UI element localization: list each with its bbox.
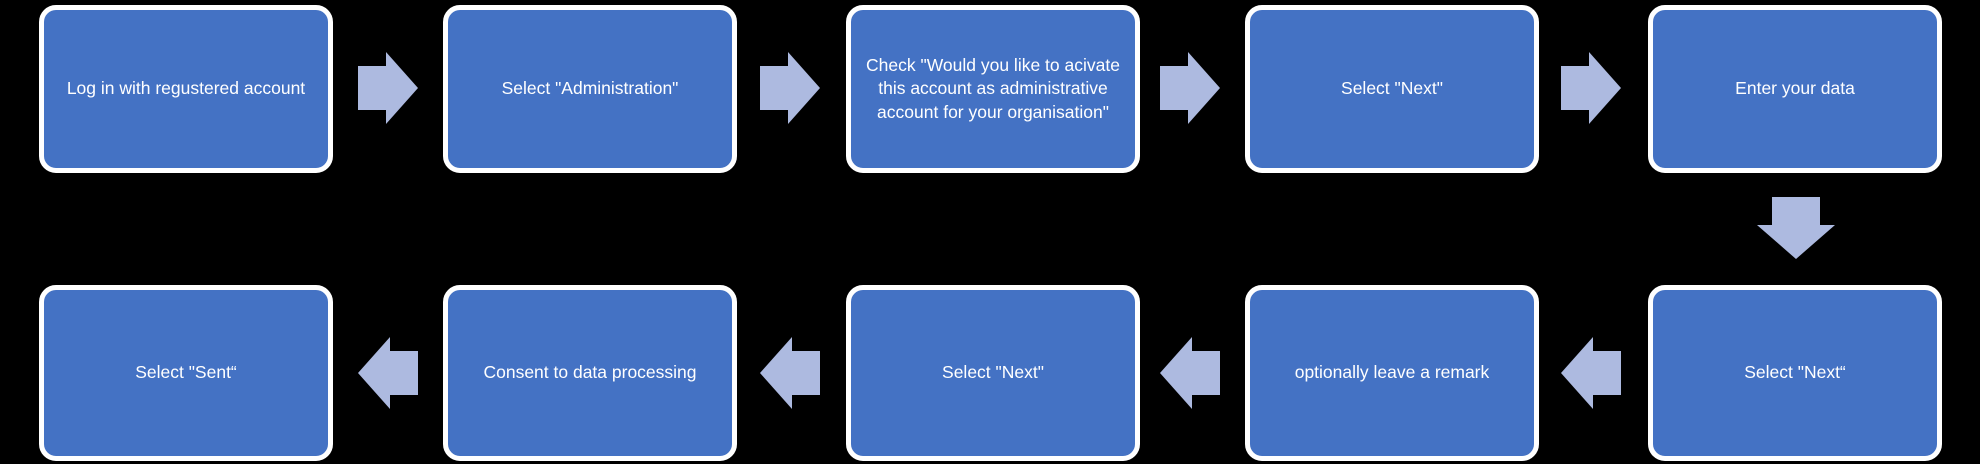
arrow-left-icon <box>1561 337 1621 409</box>
step-10-box: Select "Sent“ <box>39 285 333 461</box>
step-9-label: Consent to data processing <box>483 362 697 383</box>
step-6-box: Select "Next“ <box>1648 285 1942 461</box>
step-7-box: optionally leave a remark <box>1245 285 1539 461</box>
step-1-label: Log in with regustered account <box>66 78 306 99</box>
arrow-left-icon <box>760 337 820 409</box>
step-8-label: Select "Next" <box>942 362 1044 383</box>
step-5-box: Enter your data <box>1648 5 1942 173</box>
arrow-left-icon <box>1160 337 1220 409</box>
step-2-box: Select "Administration" <box>443 5 737 173</box>
step-4-box: Select "Next" <box>1245 5 1539 173</box>
step-9-box: Consent to data processing <box>443 285 737 461</box>
step-4-label: Select "Next" <box>1341 78 1443 99</box>
step-5-label: Enter your data <box>1735 78 1855 99</box>
arrow-right-icon <box>358 52 418 124</box>
step-6-label: Select "Next“ <box>1744 362 1846 383</box>
step-3-label: Check "Would you like to acivate this ac… <box>866 55 1120 122</box>
arrow-left-icon <box>358 337 418 409</box>
arrow-right-icon <box>1160 52 1220 124</box>
step-2-label: Select "Administration" <box>501 78 679 99</box>
step-8-box: Select "Next" <box>846 285 1140 461</box>
step-1-box: Log in with regustered account <box>39 5 333 173</box>
arrow-down-icon <box>1757 197 1835 259</box>
step-10-label: Select "Sent“ <box>135 362 237 383</box>
step-3-box: Check "Would you like to acivate this ac… <box>846 5 1140 173</box>
step-7-label: optionally leave a remark <box>1294 362 1490 383</box>
arrow-right-icon <box>760 52 820 124</box>
arrow-right-icon <box>1561 52 1621 124</box>
